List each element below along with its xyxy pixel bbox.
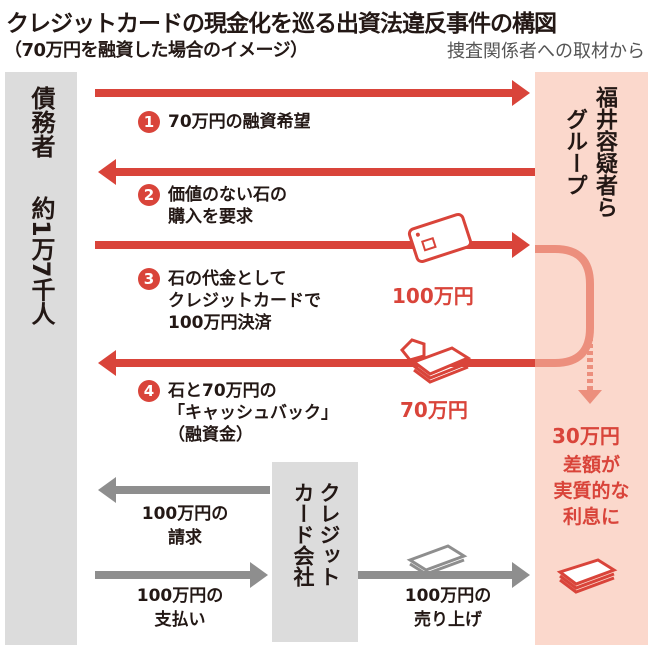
credit-card-icon [407,212,473,264]
debtor-column [5,72,77,645]
card-company-line2: カード会社 [291,482,315,587]
step3-line2: クレジットカードで [168,291,321,311]
arrowhead-step3 [512,232,530,258]
debtor-label: 債務者 [27,86,55,158]
step2-label: 2 価値のない石の 購入を要求 [138,184,287,228]
group-label-line2: グループ [562,108,587,196]
arrow-step1 [95,89,515,97]
sales-line2: 売り上げ [414,610,482,630]
step3-line1: 石の代金として [168,269,287,289]
cashback-amount: 70万円 [400,398,468,422]
payment-line1: 100万円の [136,586,224,606]
sales-label: 100万円の 売り上げ [378,584,518,632]
billing-line2: 請求 [168,528,202,548]
interest-note-line1: 差額が [562,454,620,476]
billing-label: 100万円の 請求 [120,502,250,550]
difference-amount: 30万円 [552,424,620,448]
step1-number: 1 [138,111,160,133]
arrowhead-step1 [512,80,530,106]
step1-label: 1 70万円の融資希望 [138,111,311,133]
diagram-title: クレジットカードの現金化を巡る出資法違反事件の構図 [6,11,557,37]
step4-number: 4 [138,380,160,402]
step2-line2: 購入を要求 [168,207,253,227]
debtor-count: 約1万7千人 [27,196,55,326]
group-label-line1: 福井容疑者ら [592,86,617,218]
arrow-step2 [113,168,535,176]
arrowhead-payment [250,562,268,588]
arrowhead-step4 [98,350,116,376]
interest-note-line3: 利息に [562,506,620,528]
difference-arrowhead [578,390,602,404]
card-company-line1: クレジット [317,482,341,587]
billing-line1: 100万円の [141,504,229,524]
diagram-subtitle: （70万円を融資した場合のイメージ） [4,40,308,61]
arrowhead-sales [512,562,530,588]
step3-label: 3 石の代金として クレジットカードで 100万円決済 [138,268,321,334]
step4-line1: 石と70万円の [168,381,277,401]
arrow-payment [95,571,252,579]
arrowhead-billing [98,477,116,503]
sales-line1: 100万円の [404,586,492,606]
interest-note-line2: 実質的な [553,480,630,502]
interest-note: 差額が 実質的な 利息に [540,452,643,530]
arrowhead-step2 [98,159,116,185]
u-turn-curve [535,245,594,367]
step4-label: 4 石と70万円の 「キャッシュバック」 （融資金） [138,380,338,446]
step2-number: 2 [138,184,160,206]
card-payment-amount: 100万円 [392,284,474,308]
stone-and-money-icon [399,338,472,384]
step1-line1: 70万円の融資希望 [168,112,311,132]
step3-number: 3 [138,268,160,290]
money-stack-icon-red [556,558,618,594]
arrow-step4 [113,359,535,367]
step3-line3: 100万円決済 [168,313,272,333]
arrow-sales [358,571,515,579]
step2-line1: 価値のない石の [168,185,287,205]
arrow-step3 [95,241,515,249]
step4-line2: 「キャッシュバック」 [168,403,338,423]
arrow-billing [113,486,270,494]
money-stack-icon-gray [406,544,468,576]
step4-line3: （融資金） [168,425,253,445]
payment-line2: 支払い [154,610,206,630]
card-company-box [272,462,358,642]
payment-label: 100万円の 支払い [110,584,250,632]
source-credit: 捜査関係者への取材から [447,41,645,62]
